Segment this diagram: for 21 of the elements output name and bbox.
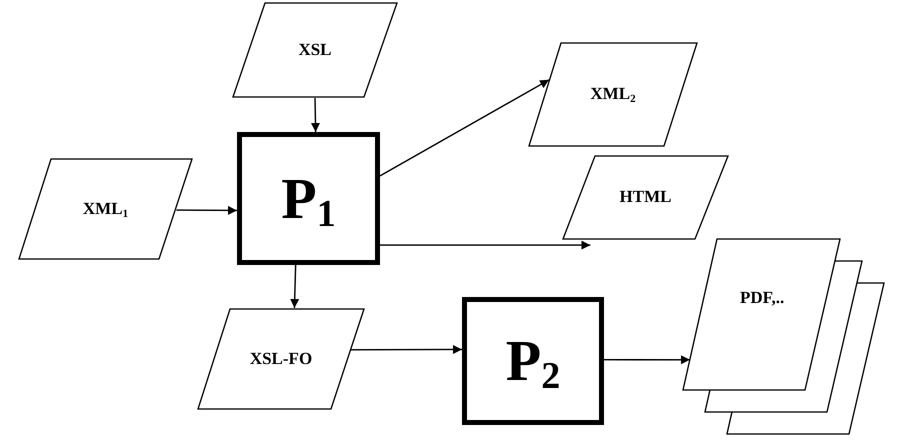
arrow <box>604 355 690 364</box>
data-parallelogram <box>528 42 698 147</box>
data-parallelogram <box>197 308 365 410</box>
node-label: XML$_{2}$ <box>590 84 636 105</box>
data-parallelogram <box>562 155 729 240</box>
arrow <box>380 79 550 176</box>
process-box <box>237 132 380 265</box>
node-label: XSL <box>298 40 332 60</box>
node-label: PDF,.. <box>740 288 784 308</box>
arrow <box>290 264 300 308</box>
arrow <box>176 206 237 215</box>
arrow <box>380 240 590 250</box>
node-label: XSL-FO <box>250 348 312 370</box>
node-label: XML$_{1}$ <box>82 198 128 220</box>
data-parallelogram <box>18 158 193 260</box>
arrow <box>310 98 320 132</box>
node-label: HTML <box>620 187 672 208</box>
data-parallelogram <box>232 2 398 98</box>
node-label: P$_{1}$ <box>281 164 336 234</box>
process-box <box>462 297 604 425</box>
node-label: P$_{2}$ <box>506 327 560 396</box>
